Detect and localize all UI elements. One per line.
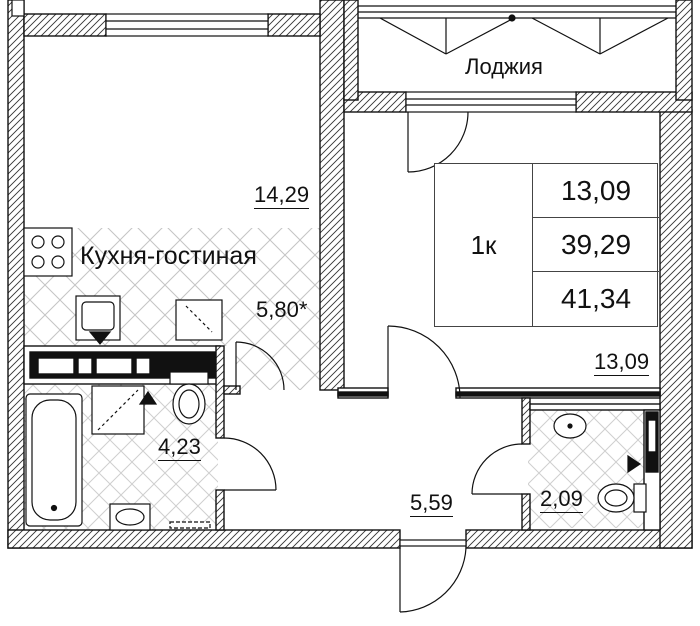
loggia-name: Лоджия [465,54,543,79]
hall-area-label: 5,59 [410,490,453,517]
wc-area-label: 2,09 [540,486,583,513]
doors [223,111,523,613]
loggia-glazing [358,5,676,55]
bathroom-area-label: 4,23 [158,434,201,461]
interior-walls [23,345,661,531]
bathroom-fixtures [25,371,211,531]
living-area-label: 14,29 [254,182,310,209]
summary-total-with-loggia: 41,34 [560,283,632,314]
summary-living-area: 13,09 [533,164,659,218]
kitchen-tile-floor [24,228,322,390]
windows [11,0,577,113]
apartment-type: 1к [435,164,533,326]
kitchen-fixtures [23,227,223,345]
living-kitchen-name: Кухня-гостиная [80,242,257,270]
exterior-walls [7,0,693,549]
wc-fixtures [553,413,647,513]
bedroom-area-label: 13,09 [594,349,650,376]
summary-total-area: 39,29 [533,218,659,272]
kitchen-area-label: 5,80* [256,297,308,322]
apartment-summary-table: 1к 13,09 39,29 41,34 [434,163,659,327]
